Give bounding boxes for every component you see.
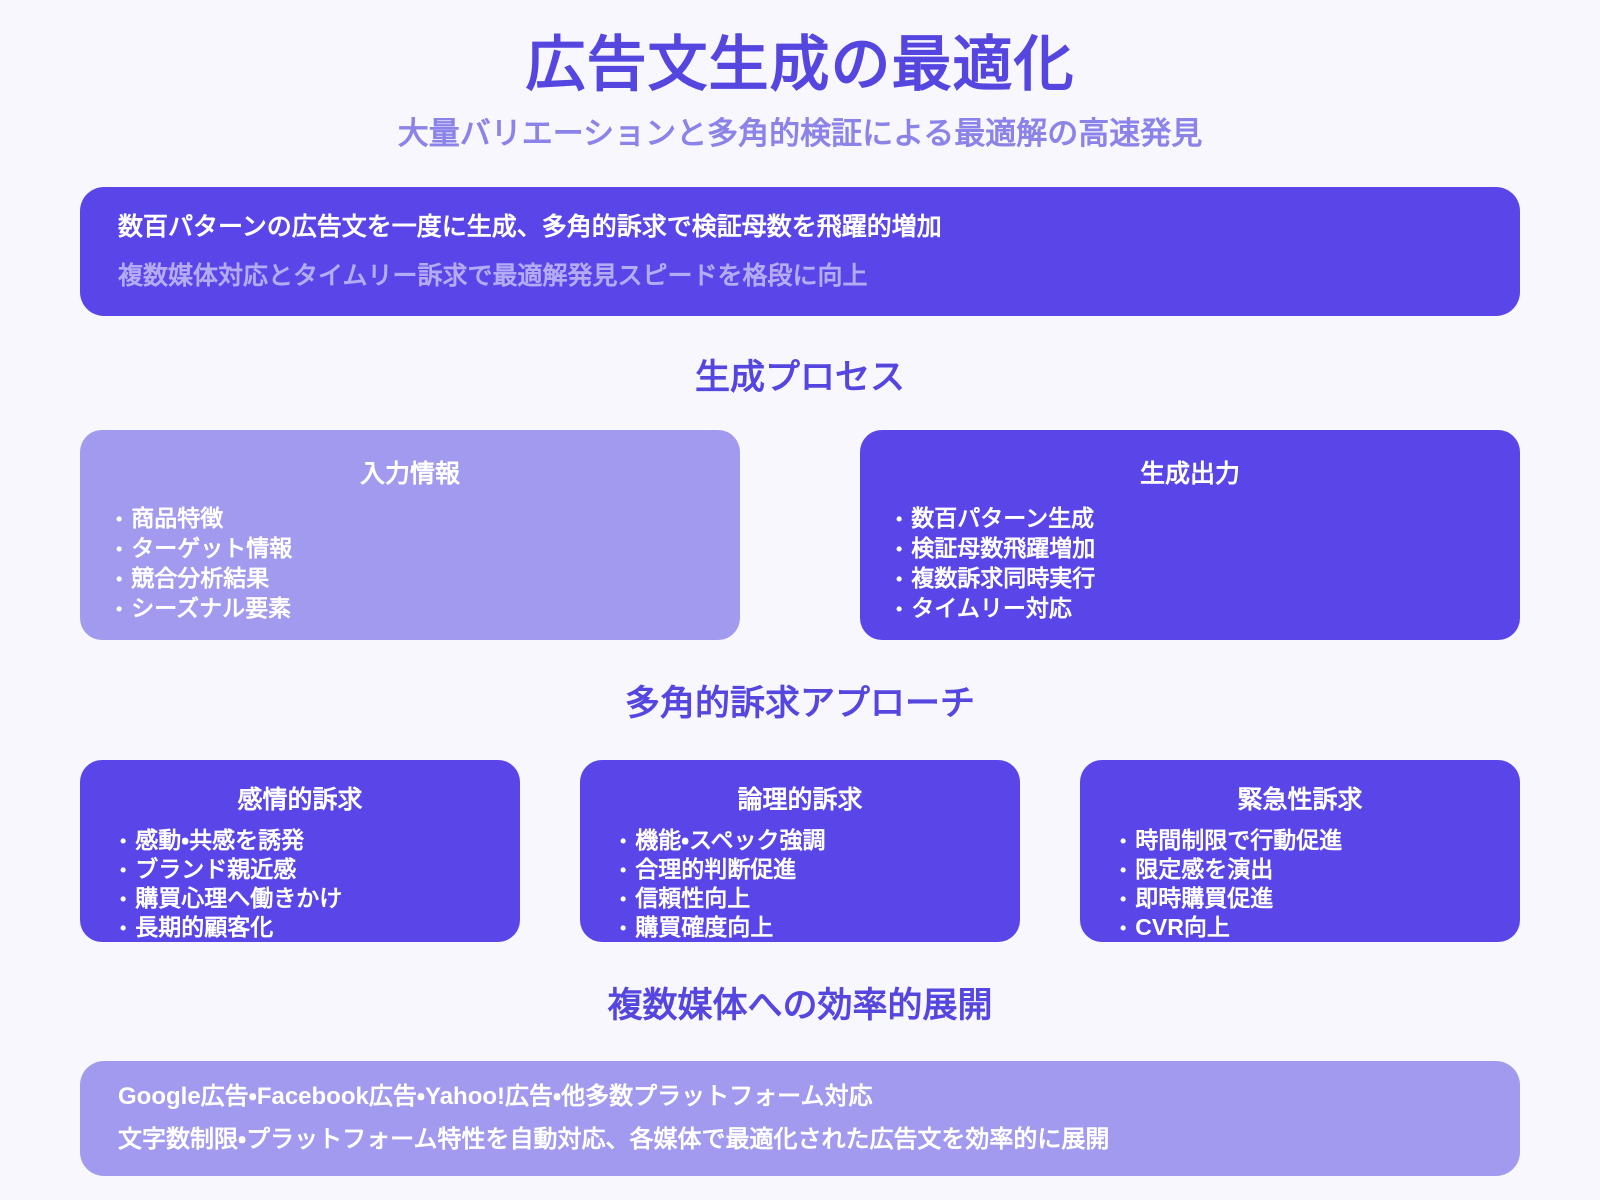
- page-title: 広告文生成の最適化: [525, 31, 1075, 98]
- appeal-cards-row: 感情的訴求 感動・共感を誘発 ブランド親近感 購買心理へ働きかけ 長期的顧客化 …: [80, 759, 1520, 942]
- list-item: 長期的顧客化: [120, 913, 480, 942]
- card-title-emotional-appeal: 感情的訴求: [237, 785, 363, 814]
- section-heading-deployment: 複数媒体への効率的展開: [607, 985, 993, 1025]
- card-title-urgency-appeal: 緊急性訴求: [1237, 785, 1363, 814]
- card-emotional-appeal: 感情的訴求 感動・共感を誘発 ブランド親近感 購買心理へ働きかけ 長期的顧客化: [80, 759, 520, 942]
- card-list-urgency-appeal: 時間制限で行動促進 限定感を演出 即時購買促進 CVR向上: [1120, 826, 1480, 942]
- list-item: 数百パターン生成: [896, 504, 1484, 534]
- list-item: 競合分析結果: [116, 564, 704, 594]
- list-item: ブランド親近感: [120, 855, 480, 884]
- list-item: 合理的判断促進: [620, 855, 980, 884]
- process-cards-row: 入力情報 商品特徴 ターゲット情報 競合分析結果 シーズナル要素 生成出力 数百…: [80, 429, 1520, 640]
- card-generation-output: 生成出力 数百パターン生成 検証母数飛躍増加 複数訴求同時実行 タイムリー対応: [860, 429, 1520, 640]
- list-item: 即時購買促進: [1120, 884, 1480, 913]
- card-logical-appeal: 論理的訴求 機能・スペック強調 合理的判断促進 信頼性向上 購買確度向上: [580, 759, 1020, 942]
- list-item: 信頼性向上: [620, 884, 980, 913]
- list-item: 検証母数飛躍増加: [896, 534, 1484, 564]
- card-list-emotional-appeal: 感動・共感を誘発 ブランド親近感 購買心理へ働きかけ 長期的顧客化: [120, 826, 480, 942]
- card-list-generation-output: 数百パターン生成 検証母数飛躍増加 複数訴求同時実行 タイムリー対応: [896, 504, 1484, 624]
- hero-banner-secondary-text: 複数媒体対応とタイムリー訴求で最適解発見スピードを格段に向上: [118, 261, 868, 290]
- card-input-info: 入力情報 商品特徴 ターゲット情報 競合分析結果 シーズナル要素: [80, 429, 740, 640]
- list-item: ターゲット情報: [116, 534, 704, 564]
- list-item: シーズナル要素: [116, 594, 704, 624]
- list-item: 機能・スペック強調: [620, 826, 980, 855]
- section-heading-process: 生成プロセス: [694, 358, 905, 397]
- card-urgency-appeal: 緊急性訴求 時間制限で行動促進 限定感を演出 即時購買促進 CVR向上: [1080, 759, 1520, 942]
- list-item: 時間制限で行動促進: [1120, 826, 1480, 855]
- card-title-logical-appeal: 論理的訴求: [737, 785, 863, 814]
- deployment-banner-secondary-text: 文字数制限・プラットフォーム特性を自動対応、各媒体で最適化された広告文を効率的に…: [118, 1126, 1110, 1154]
- page-subtitle: 大量バリエーションと多角的検証による最適解の高速発見: [397, 116, 1203, 151]
- list-item: 複数訴求同時実行: [896, 564, 1484, 594]
- deployment-banner: Google広告・Facebook広告・Yahoo!広告・他多数プラットフォーム…: [80, 1061, 1520, 1176]
- card-title-input-info: 入力情報: [359, 459, 460, 488]
- card-list-input-info: 商品特徴 ターゲット情報 競合分析結果 シーズナル要素: [116, 504, 704, 624]
- hero-banner: 数百パターンの広告文を一度に生成、多角的訴求で検証母数を飛躍的増加 複数媒体対応…: [80, 187, 1520, 316]
- section-heading-appeal: 多角的訴求アプローチ: [624, 683, 975, 723]
- list-item: 感動・共感を誘発: [120, 826, 480, 855]
- deployment-banner-primary-text: Google広告・Facebook広告・Yahoo!広告・他多数プラットフォーム…: [118, 1083, 873, 1111]
- list-item: 購買確度向上: [620, 913, 980, 942]
- list-item: CVR向上: [1120, 913, 1480, 942]
- hero-banner-primary-text: 数百パターンの広告文を一度に生成、多角的訴求で検証母数を飛躍的増加: [118, 213, 942, 241]
- list-item: タイムリー対応: [896, 594, 1484, 624]
- card-title-generation-output: 生成出力: [1139, 459, 1240, 488]
- list-item: 商品特徴: [116, 504, 704, 534]
- list-item: 限定感を演出: [1120, 855, 1480, 884]
- card-list-logical-appeal: 機能・スペック強調 合理的判断促進 信頼性向上 購買確度向上: [620, 826, 980, 942]
- list-item: 購買心理へ働きかけ: [120, 884, 480, 913]
